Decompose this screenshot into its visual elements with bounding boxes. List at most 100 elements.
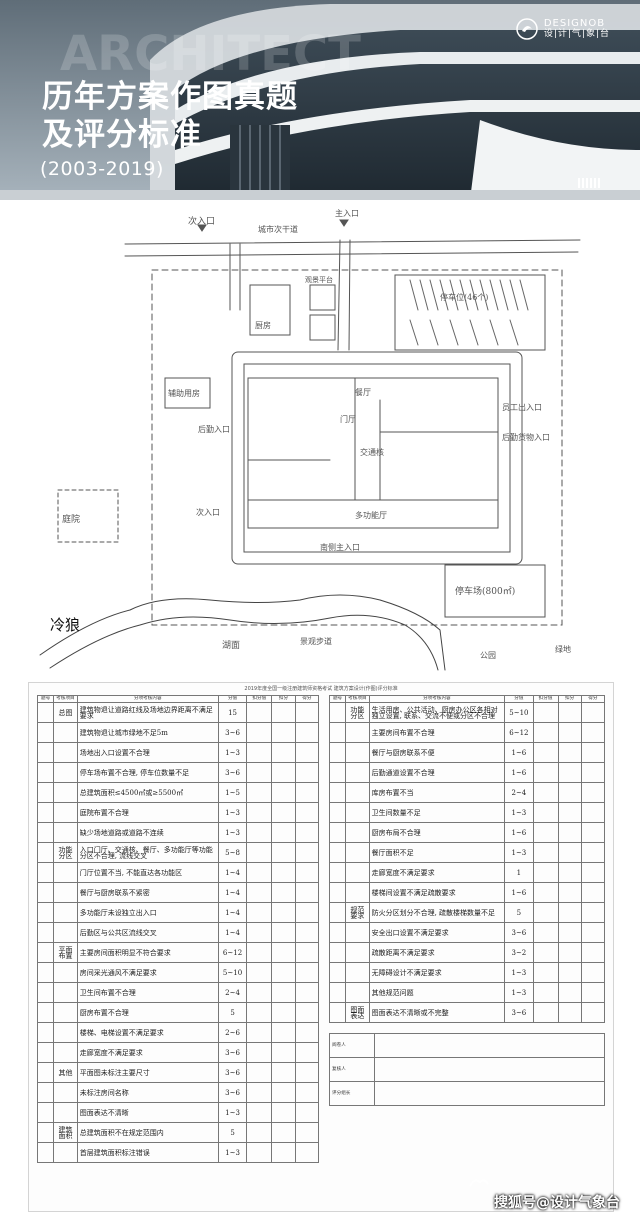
score-cell: [294, 1082, 320, 1103]
item-cell: [345, 822, 370, 843]
score-range-cell: 3~6: [217, 1042, 248, 1063]
deduct-cell: [532, 882, 559, 903]
item-cell: [53, 762, 78, 783]
score-cell: [294, 1002, 320, 1023]
item-cell: [53, 1082, 78, 1103]
content-cell: 餐厅面积不足: [368, 842, 506, 863]
num-cell: [36, 762, 55, 783]
deduct-cell: [246, 1102, 273, 1123]
left-table-header: 题号 考核项目 分项考核内容 分值 扣分值 扣分 得分: [36, 695, 320, 703]
deduct-score-cell: [271, 882, 296, 903]
num-cell: [36, 1122, 55, 1143]
label-top-entry-right: 主入口: [335, 208, 359, 218]
label-zone-dining: 餐厅: [355, 388, 371, 397]
content-cell: 楼梯、电梯设置不满足要求: [76, 1022, 219, 1043]
label-left-side-entry: 后勤入口: [198, 424, 230, 434]
score-range-cell: 1~6: [504, 822, 534, 843]
score-range-cell: 1~3: [504, 802, 534, 823]
num-cell: [328, 862, 347, 883]
building-photo: ARCHITECT: [0, 0, 640, 200]
score-cell: [294, 942, 320, 963]
label-parking-top: 停车位(46个): [440, 292, 488, 302]
signature-field: [374, 1033, 605, 1058]
score-cell: [294, 862, 320, 883]
site-plan-drawing: 次入口 城市次干道 主入口 停车位(46个) 厨房 观景平台 辅助用房 餐厅 门…: [39, 208, 581, 671]
deduct-cell: [532, 762, 559, 783]
deduct-score-cell: [557, 962, 582, 983]
item-cell: [53, 782, 78, 803]
item-cell: [345, 722, 370, 743]
score-cell: [580, 942, 606, 963]
score-range-cell: 1~3: [504, 982, 534, 1003]
header-cell: 得分: [580, 695, 606, 703]
signature-row: 评分组长: [329, 1081, 605, 1106]
score-cell: [580, 742, 606, 763]
deduct-cell: [246, 742, 273, 763]
content-cell: 总建筑面积≤4500㎡或≥5500㎡: [76, 782, 219, 803]
deduct-score-cell: [271, 962, 296, 983]
score-range-cell: 1~3: [217, 802, 248, 823]
label-lake-mid: 湖面: [222, 640, 240, 651]
score-range-cell: 2~4: [504, 782, 534, 803]
deduct-score-cell: [271, 822, 296, 843]
item-cell: 规范要求: [345, 902, 370, 923]
item-cell: [345, 922, 370, 943]
deduct-cell: [246, 842, 273, 863]
left-grading-table: 题号 考核项目 分项考核内容 分值 扣分值 扣分 得分 总图建筑物退让道路红线及…: [36, 695, 320, 1163]
num-cell: [328, 762, 347, 783]
deduct-cell: [246, 962, 273, 983]
score-range-cell: 1~3: [217, 1142, 248, 1163]
deduct-cell: [532, 842, 559, 863]
header-cell: 分值: [504, 695, 534, 703]
item-cell: [345, 802, 370, 823]
score-cell: [580, 902, 606, 923]
score-cell: [580, 802, 606, 823]
deduct-score-cell: [271, 1022, 296, 1043]
deduct-score-cell: [271, 702, 296, 723]
deduct-cell: [246, 982, 273, 1003]
score-range-cell: 15: [217, 702, 248, 723]
content-cell: 安全出口设置不满足要求: [368, 922, 506, 943]
score-range-cell: 1~3: [217, 822, 248, 843]
deduct-score-cell: [271, 922, 296, 943]
score-cell: [294, 922, 320, 943]
content-cell: 入口门厅、交通核、餐厅、多功能厅等功能分区不合理, 流线交叉: [76, 842, 219, 863]
content-cell: 首层建筑面积标注错误: [76, 1142, 219, 1163]
item-cell: [345, 982, 370, 1003]
signature-field: [374, 1081, 605, 1106]
score-range-cell: 3~6: [217, 1082, 248, 1103]
label-zone-south: 多功能厅: [355, 510, 387, 520]
score-cell: [580, 882, 606, 903]
num-cell: [328, 1002, 347, 1023]
deduct-cell: [246, 702, 273, 723]
score-range-cell: 1~4: [217, 902, 248, 923]
item-cell: [345, 842, 370, 863]
deduct-cell: [532, 782, 559, 803]
deduct-cell: [246, 1022, 273, 1043]
item-cell: [53, 1042, 78, 1063]
content-cell: 庭院布置不合理: [76, 802, 219, 823]
num-cell: [328, 702, 347, 723]
num-cell: [36, 1002, 55, 1023]
content-cell: 厨房布局不合理: [368, 822, 506, 843]
signature-label: 阅卷人: [329, 1033, 375, 1058]
header-cell: 考核项目: [53, 695, 78, 703]
label-zone-platform: 观景平台: [305, 275, 333, 284]
grading-table-scan: 2019年度全国一级注册建筑师资格考试 建筑方案设计(作图)评分标准 题号 考核…: [28, 682, 614, 1212]
label-left-court: 庭院: [62, 513, 80, 525]
label-bottom-parking: 停车场(800㎡): [455, 585, 515, 597]
item-cell: [53, 902, 78, 923]
content-cell: 走廊宽度不满足要求: [368, 862, 506, 883]
content-cell: 生活用房、公共活动、厨房办公区各相对独立设置, 联系、交流不便或分区不合理: [368, 702, 506, 723]
content-cell: 餐厅与厨房联系不便: [368, 742, 506, 763]
score-range-cell: 5~8: [217, 842, 248, 863]
content-cell: 楼梯间设置不满足疏散要求: [368, 882, 506, 903]
item-cell: [53, 1022, 78, 1043]
item-cell: [53, 982, 78, 1003]
